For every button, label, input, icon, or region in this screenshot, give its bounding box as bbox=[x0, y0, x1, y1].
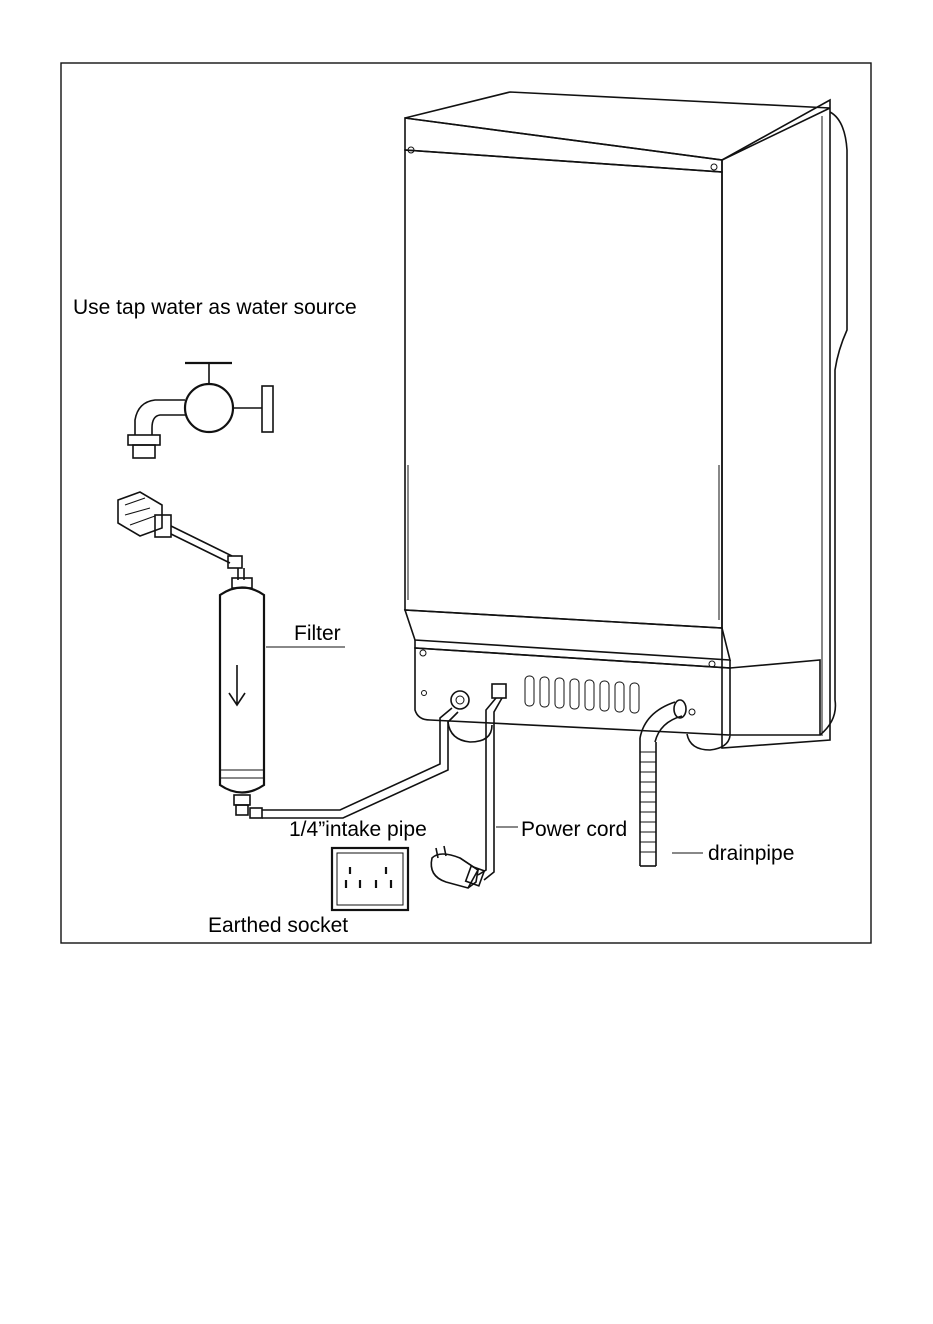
appliance-body bbox=[405, 92, 847, 750]
label-earthed-socket: Earthed socket bbox=[208, 914, 348, 937]
flow-arrow-icon bbox=[229, 665, 245, 705]
label-filter: Filter bbox=[294, 622, 341, 645]
label-water-source: Use tap water as water source bbox=[73, 296, 357, 319]
tap-icon bbox=[128, 363, 273, 458]
intake-pipe bbox=[262, 708, 452, 810]
diagram-border bbox=[61, 63, 871, 943]
label-power-cord: Power cord bbox=[521, 818, 627, 841]
earthed-socket-icon bbox=[332, 848, 408, 910]
plug-icon bbox=[431, 846, 484, 888]
water-inlet-connector bbox=[451, 691, 469, 709]
drainpipe bbox=[640, 700, 686, 866]
hose-connector-icon bbox=[118, 492, 242, 568]
label-intake-pipe: 1/4”intake pipe bbox=[289, 818, 427, 841]
cord-outlet bbox=[492, 684, 506, 698]
vent-slots bbox=[525, 676, 639, 713]
filter-cartridge bbox=[220, 568, 264, 818]
label-drainpipe: drainpipe bbox=[708, 842, 794, 865]
